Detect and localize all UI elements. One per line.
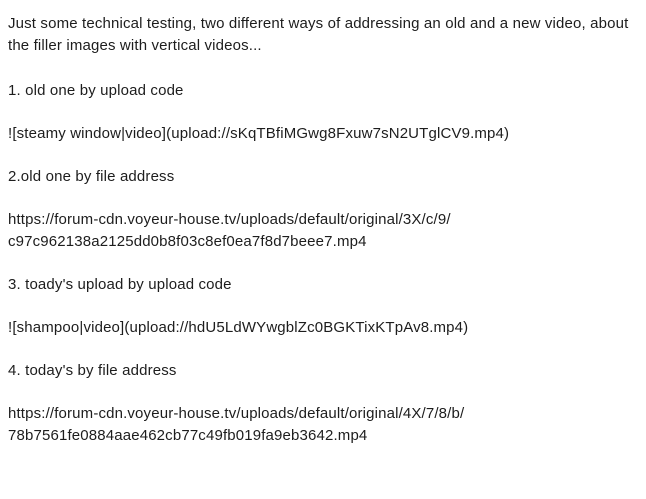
item-4-url-line-1: https://forum-cdn.voyeur-house.tv/upload…	[8, 405, 465, 422]
item-2-url-line-2: c97c962138a2125dd0b8f03c8ef0ea7f8d7beee7…	[8, 233, 367, 250]
item-2-heading: 2.old one by file address	[8, 168, 175, 185]
item-4-url-line-2: 78b7561fe0884aae462cb77c49fb019fa9eb3642…	[8, 427, 368, 444]
item-3-upload-code: ![shampoo|video](upload://hdU5LdWYwgblZc…	[8, 319, 469, 336]
item-4-file-address: https://forum-cdn.voyeur-house.tv/upload…	[8, 403, 636, 447]
item-2-file-address: https://forum-cdn.voyeur-house.tv/upload…	[8, 209, 636, 253]
post-intro-paragraph: Just some technical testing, two differe…	[8, 15, 629, 54]
item-4-heading: 4. today's by file address	[8, 362, 177, 379]
item-2-url-line-1: https://forum-cdn.voyeur-house.tv/upload…	[8, 211, 451, 228]
item-1-upload-code: ![steamy window|video](upload://sKqTBfiM…	[8, 125, 510, 142]
item-1-heading: 1. old one by upload code	[8, 82, 184, 99]
post-body: Just some technical testing, two differe…	[8, 15, 636, 447]
item-3-heading: 3. toady's upload by upload code	[8, 276, 232, 293]
